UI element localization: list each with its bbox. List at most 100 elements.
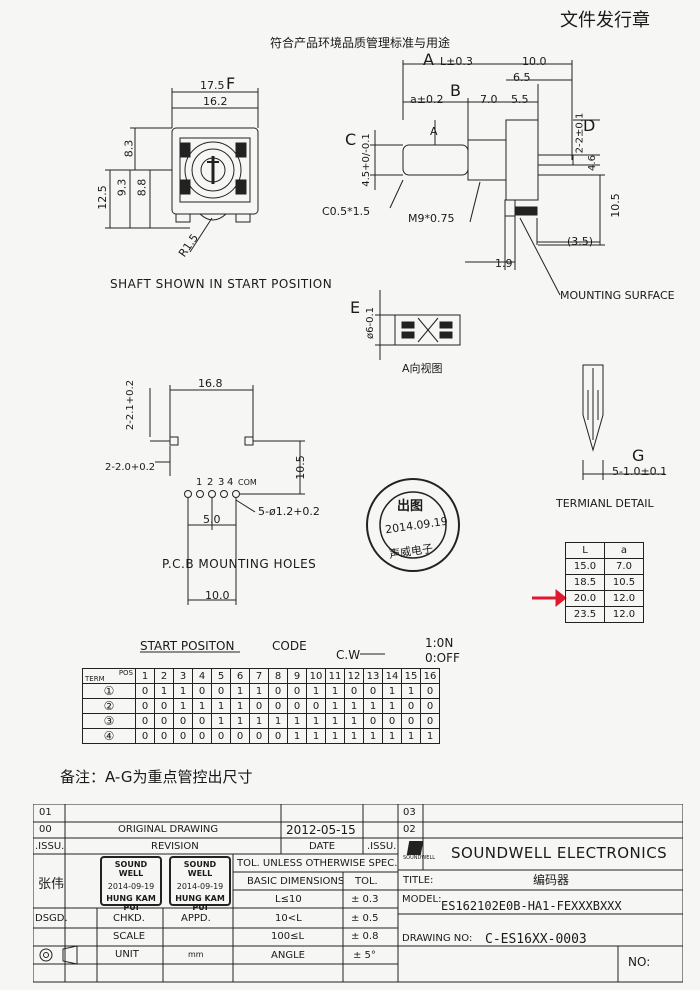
- code-term: ③: [82, 713, 136, 729]
- dim-10: 10.0: [522, 55, 547, 68]
- scale-label: SCALE: [113, 931, 146, 942]
- code-cell: 0: [173, 728, 193, 744]
- code-cell: 1: [325, 683, 345, 699]
- pcb-dim-10-5: 10.5: [293, 455, 307, 480]
- unit-label: UNIT: [115, 949, 139, 960]
- code-cell: 1: [325, 698, 345, 714]
- code-col-header: 4: [192, 668, 212, 684]
- code-col-header: 5: [211, 668, 231, 684]
- code-cell: 0: [401, 713, 421, 729]
- section-a-caption: A向视图: [402, 362, 443, 375]
- drawing-no-value: C-ES16XX-0003: [485, 932, 587, 947]
- stamp-checked-bottom: HUNG KAM PUI: [106, 894, 156, 913]
- dim-e: ø6-0.1: [365, 307, 376, 339]
- code-cell: 1: [230, 698, 250, 714]
- cw-label: C.W: [336, 648, 361, 662]
- code-term: ④: [82, 728, 136, 744]
- issu-label: .ISSU.: [35, 841, 65, 852]
- code-term: ②: [82, 698, 136, 714]
- code-cell: 1: [420, 728, 440, 744]
- code-cell: 0: [306, 698, 326, 714]
- code-cell: 1: [363, 728, 383, 744]
- row-00: 00: [39, 824, 52, 835]
- code-cell: 0: [382, 713, 402, 729]
- dim-chamfer: C0.5*1.5: [322, 205, 371, 218]
- stamp-top: 出图: [397, 499, 424, 514]
- code-cell: 1: [268, 713, 288, 729]
- la-cell: 10.5: [604, 574, 644, 591]
- code-cell: 1: [230, 683, 250, 699]
- corner-term: TERM: [85, 675, 105, 683]
- tol-t4: ± 5°: [353, 950, 376, 961]
- code-col-header: 1: [135, 668, 155, 684]
- logo-mark-icon: [406, 841, 424, 855]
- company-name: SOUNDWELL ELECTRONICS: [451, 844, 668, 862]
- stamp-approved: SOUND WELL 2014-09-19 HUNG KAM PUI: [169, 856, 231, 912]
- code-col-header: 10: [306, 668, 326, 684]
- letter-e: E: [350, 298, 361, 317]
- code-cell: 1: [306, 683, 326, 699]
- dim-6-5: 6.5: [513, 71, 531, 84]
- code-cell: 0: [135, 728, 155, 744]
- round-stamp: 出图 2014.09.19 声威电子: [367, 479, 459, 571]
- code-cell: 1: [382, 698, 402, 714]
- code-col-header: 13: [363, 668, 383, 684]
- tol-l1: L≤10: [275, 894, 302, 905]
- dim-1-9: 1.9: [495, 257, 513, 270]
- unit-mm: mm: [188, 950, 204, 959]
- on-label: 1:0N: [425, 636, 454, 650]
- code-cell: 1: [344, 713, 364, 729]
- dim-l: L±0.3: [440, 55, 473, 68]
- dim-7: 7.0: [480, 93, 498, 106]
- stamp-date: 2014.09.19: [384, 514, 449, 537]
- code-col-header: 3: [173, 668, 193, 684]
- original-drawing: ORIGINAL DRAWING: [118, 824, 219, 835]
- pcb-pin-3: 3: [218, 477, 225, 488]
- la-header-l: L: [565, 542, 605, 559]
- code-cell: 1: [287, 713, 307, 729]
- la-cell: 23.5: [565, 606, 605, 623]
- title-block: 01 00 .ISSU. ORIGINAL DRAWING 2012-05-15…: [33, 804, 683, 984]
- code-cell: 0: [154, 698, 174, 714]
- stamp-checked: SOUND WELL 2014-09-19 HUNG KAM PUI: [100, 856, 162, 912]
- dim-17-5: 17.5: [200, 79, 225, 92]
- issue-stamp-text: 文件发行章: [560, 10, 650, 31]
- tol-header: TOL. UNLESS OTHERWISE SPEC.: [237, 858, 398, 869]
- dim-5-5: 5.5: [511, 93, 529, 106]
- letter-b: B: [450, 81, 461, 100]
- designer-name: 张伟: [38, 877, 65, 892]
- pcb-pin-com: COM: [238, 478, 257, 487]
- dim-4-6: 4.6: [586, 155, 598, 171]
- dim-12-5: 12.5: [95, 185, 109, 210]
- tol-l3: 100≤L: [271, 931, 305, 942]
- code-label: CODE: [272, 639, 307, 653]
- chkd-label: CHKD.: [113, 913, 145, 924]
- code-cell: 1: [344, 728, 364, 744]
- code-cell: 0: [363, 683, 383, 699]
- dsgd-label: DSGD.: [35, 913, 68, 924]
- code-cell: 1: [306, 713, 326, 729]
- code-cell: 1: [249, 713, 269, 729]
- code-cell: 0: [135, 713, 155, 729]
- la-header-a: a: [604, 542, 644, 559]
- la-cell: 18.5: [565, 574, 605, 591]
- code-cell: 1: [287, 728, 307, 744]
- code-cell: 0: [363, 713, 383, 729]
- code-col-header: 8: [268, 668, 288, 684]
- code-cell: 0: [420, 713, 440, 729]
- code-cell: 1: [249, 683, 269, 699]
- code-cell: 0: [211, 728, 231, 744]
- code-cell: 1: [363, 698, 383, 714]
- code-cell: 0: [420, 683, 440, 699]
- stamp-approved-date: 2014-09-19: [176, 881, 224, 891]
- title-label: TITLE:: [403, 875, 434, 886]
- pcb-dim-top: 2-2.1+0.2: [125, 379, 137, 431]
- dim-9-3: 9.3: [115, 178, 129, 197]
- code-cell: 0: [268, 683, 288, 699]
- title-value: 编码器: [533, 873, 570, 887]
- document-title: 符合产品环境品质管理标准与用途: [270, 36, 451, 50]
- pcb-dim-10: 10.0: [205, 589, 230, 602]
